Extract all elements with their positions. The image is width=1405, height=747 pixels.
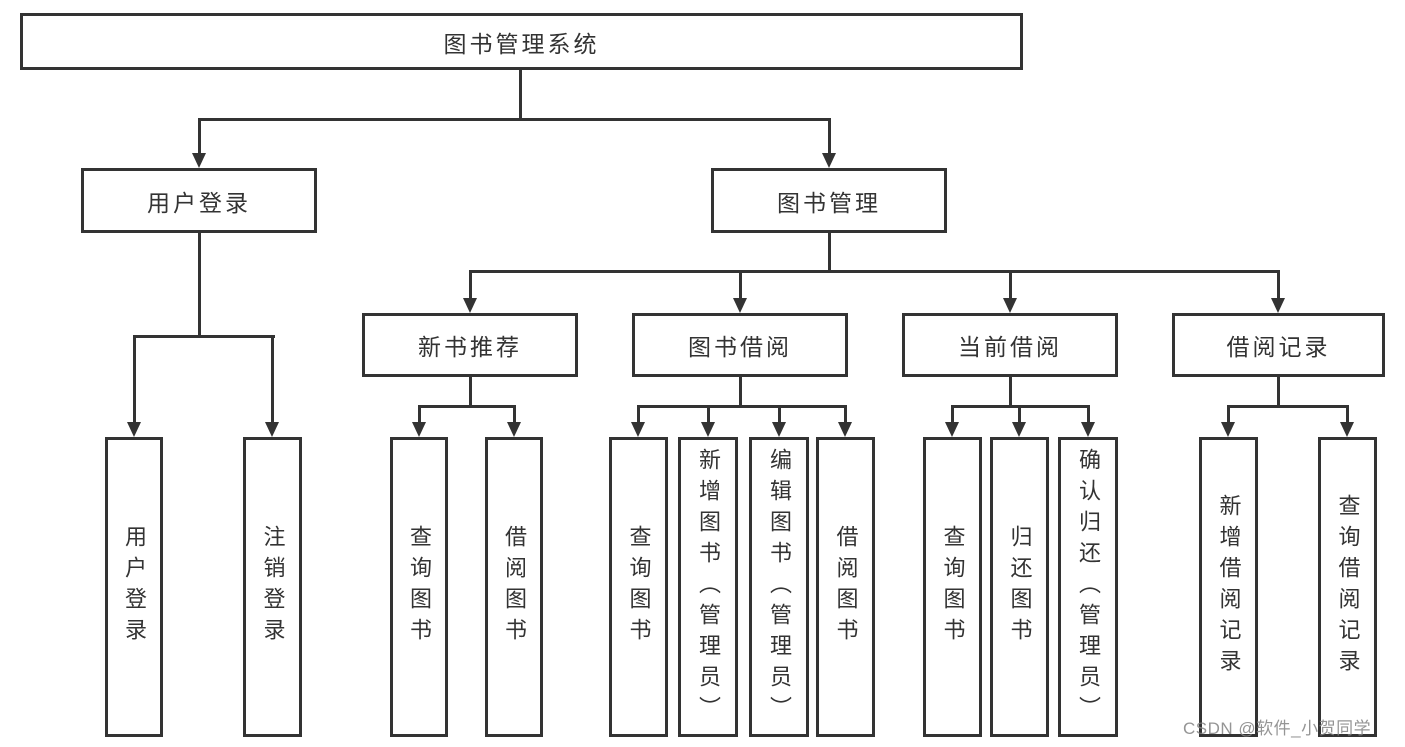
connector-br-drop-1 <box>1227 405 1230 422</box>
connector-br-stem <box>1277 376 1280 407</box>
connector-nb-bar <box>418 405 516 408</box>
leaf-nb-query-book: 查询图书 <box>390 437 448 737</box>
leaf-bb-edit-book: 编辑图书（管理员） <box>749 437 809 737</box>
connector-bb-drop-2 <box>707 405 710 422</box>
connector-ul-stem <box>198 232 201 337</box>
leaf-bb-query-book: 查询图书 <box>609 437 668 737</box>
node-label: 用户登录 <box>122 525 147 649</box>
node-label: 图书借阅 <box>688 334 792 360</box>
arrowhead-down-icon <box>192 153 206 168</box>
connector-br-bar <box>1228 405 1349 408</box>
node-label: 注销登录 <box>260 525 286 649</box>
arrowhead-down-icon <box>1221 422 1235 437</box>
node-label: 图书管理系统 <box>443 30 600 57</box>
node-label: 查询图书 <box>626 525 652 649</box>
node-label: 查询借阅记录 <box>1335 494 1361 680</box>
node-label: 编辑图书（管理员） <box>767 447 792 727</box>
arrowhead-down-icon <box>945 422 959 437</box>
node-label: 查询图书 <box>407 525 432 649</box>
connector-l3-drop-1 <box>469 270 472 298</box>
arrowhead-down-icon <box>1012 422 1026 437</box>
arrowhead-down-icon <box>838 422 852 437</box>
leaf-cb-return-book: 归还图书 <box>990 437 1049 737</box>
connector-bb-drop-1 <box>637 405 640 422</box>
node-label: 借阅图书 <box>833 525 859 649</box>
arrowhead-down-icon <box>1081 422 1095 437</box>
arrowhead-down-icon <box>701 422 715 437</box>
node-label: 确认归还（管理员） <box>1076 447 1101 727</box>
node-label: 新增图书（管理员） <box>696 447 721 727</box>
node-current-borrow: 当前借阅 <box>902 313 1118 377</box>
connector-nb-drop-2 <box>513 405 516 422</box>
node-label: 新书推荐 <box>418 334 522 360</box>
csdn-watermark: CSDN @软件_小贺同学 <box>1183 719 1372 738</box>
arrowhead-down-icon <box>1271 298 1285 313</box>
node-borrow-record: 借阅记录 <box>1172 313 1385 377</box>
node-label: 归还图书 <box>1007 525 1033 649</box>
arrowhead-down-icon <box>127 422 141 437</box>
arrowhead-down-icon <box>507 422 521 437</box>
connector-ul-drop-2 <box>271 335 274 422</box>
connector-l3-drop-4 <box>1277 270 1280 298</box>
node-label: 用户登录 <box>147 189 251 216</box>
connector-ul-bar <box>133 335 275 338</box>
connector-book-mgmt-drop <box>828 118 831 155</box>
node-label: 图书管理 <box>777 189 881 216</box>
leaf-logout: 注销登录 <box>243 437 302 737</box>
connector-nb-stem <box>469 376 472 407</box>
connector-cb-stem <box>1009 376 1012 407</box>
node-label: 借阅图书 <box>502 525 527 649</box>
arrowhead-down-icon <box>463 298 477 313</box>
leaf-br-add-record: 新增借阅记录 <box>1199 437 1258 737</box>
leaf-nb-borrow-book: 借阅图书 <box>485 437 543 737</box>
connector-user-login-drop <box>198 118 201 155</box>
connector-cb-drop-2 <box>1018 405 1021 422</box>
connector-l3-drop-2 <box>739 270 742 298</box>
arrowhead-down-icon <box>631 422 645 437</box>
leaf-user-login: 用户登录 <box>105 437 163 737</box>
arrowhead-down-icon <box>1340 422 1354 437</box>
leaf-br-query-record: 查询借阅记录 <box>1318 437 1377 737</box>
arrowhead-down-icon <box>412 422 426 437</box>
leaf-cb-query-book: 查询图书 <box>923 437 982 737</box>
leaf-cb-confirm-return: 确认归还（管理员） <box>1058 437 1118 737</box>
leaf-bb-add-book: 新增图书（管理员） <box>678 437 738 737</box>
arrowhead-down-icon <box>822 153 836 168</box>
connector-bb-drop-3 <box>778 405 781 422</box>
connector-cb-drop-3 <box>1087 405 1090 422</box>
node-label: 借阅记录 <box>1226 334 1331 360</box>
connector-cb-drop-1 <box>951 405 954 422</box>
connector-l3-drop-3 <box>1009 270 1012 298</box>
node-book-mgmt: 图书管理 <box>711 168 947 233</box>
connector-root-stem <box>519 70 522 118</box>
node-label: 查询图书 <box>940 525 966 649</box>
arrowhead-down-icon <box>733 298 747 313</box>
connector-br-drop-2 <box>1346 405 1349 422</box>
arrowhead-down-icon <box>1003 298 1017 313</box>
arrowhead-down-icon <box>772 422 786 437</box>
connector-level2-bar <box>198 118 831 121</box>
node-label: 当前借阅 <box>958 334 1062 360</box>
connector-level3-bar <box>469 270 1280 273</box>
connector-ul-drop-1 <box>133 335 136 422</box>
node-root: 图书管理系统 <box>20 13 1023 70</box>
connector-bb-drop-4 <box>844 405 847 422</box>
connector-bb-stem <box>739 376 742 407</box>
node-label: 新增借阅记录 <box>1216 494 1242 680</box>
leaf-bb-borrow-book: 借阅图书 <box>816 437 875 737</box>
connector-bb-bar <box>637 405 847 408</box>
arrowhead-down-icon <box>265 422 279 437</box>
node-book-borrow: 图书借阅 <box>632 313 848 377</box>
node-user-login: 用户登录 <box>81 168 317 233</box>
connector-nb-drop-1 <box>418 405 421 422</box>
connector-bm-stem <box>828 232 831 273</box>
node-new-book-rec: 新书推荐 <box>362 313 578 377</box>
